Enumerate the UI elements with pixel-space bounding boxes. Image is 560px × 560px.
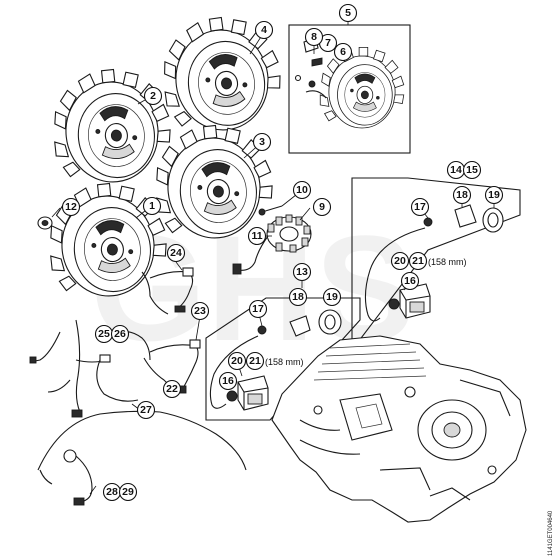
svg-text:19: 19 [326,291,338,303]
callout-3: 3 [252,132,272,152]
svg-text:3: 3 [259,136,265,148]
callout-13: 13 [292,262,312,282]
callout-23: 23 [190,301,210,321]
callout-6: 6 [333,42,353,62]
svg-text:9: 9 [319,201,325,213]
callout-29: 29 [118,482,138,502]
svg-text:17: 17 [414,201,426,213]
callout-14: 14 [446,160,466,180]
stator-part-9 [232,214,312,275]
svg-text:7: 7 [325,37,331,49]
svg-text:14: 14 [450,164,462,176]
svg-text:8: 8 [311,31,317,43]
callout-24: 24 [166,243,186,263]
svg-text:27: 27 [140,404,152,416]
screw-part-10 [258,205,283,216]
svg-text:29: 29 [122,486,134,498]
callout-15: 15 [462,160,482,180]
callout-19-lower: 19 [322,287,342,307]
callout-20-upper: 20 [390,251,410,271]
callout-12: 12 [61,197,81,217]
callout-16-lower: 16 [218,371,238,391]
callout-22: 22 [162,379,182,399]
flywheel-part-2 [47,63,176,189]
svg-text:19: 19 [488,189,500,201]
svg-text:4: 4 [261,24,267,36]
callout-17-upper: 17 [410,197,430,217]
callout-18-lower: 18 [288,287,308,307]
callout-27: 27 [136,400,156,420]
svg-text:24: 24 [170,247,182,259]
svg-text:6: 6 [340,46,346,58]
callout-25: 25 [94,324,114,344]
svg-text:11: 11 [251,230,262,242]
svg-text:28: 28 [106,486,118,498]
callout-8: 8 [304,27,324,47]
callout-26: 26 [110,324,130,344]
callout-17-lower: 17 [248,299,268,319]
callout-4: 4 [254,20,274,40]
callout-19-upper: 19 [484,185,504,205]
svg-text:21: 21 [412,255,424,267]
callout-11: 11 [247,226,267,246]
svg-text:16: 16 [404,275,416,287]
svg-text:17: 17 [252,303,264,315]
svg-text:18: 18 [456,189,468,201]
callout-1: 1 [142,196,162,216]
ignition-kit-box-lower [205,297,361,421]
callout-28: 28 [102,482,122,502]
svg-text:23: 23 [194,305,206,317]
svg-text:25: 25 [98,328,110,340]
wiring-part-27 [37,359,247,485]
svg-text:20: 20 [394,255,406,267]
callout-9: 9 [312,197,332,217]
document-id: 1141GET004640 [548,510,554,556]
callout-21-upper: 21 [408,251,428,271]
lead-length-note-lower: (158 mm) [265,357,304,367]
callout-16-upper: 16 [400,271,420,291]
nut-part-12 [37,216,53,230]
svg-text:10: 10 [296,184,308,196]
wiring-part-28-29 [63,449,93,506]
wiring-part-24 [141,267,194,315]
svg-text:13: 13 [296,266,308,278]
svg-text:22: 22 [166,383,178,395]
svg-text:2: 2 [150,90,156,102]
svg-text:1: 1 [149,200,155,212]
svg-text:5: 5 [345,7,351,19]
svg-text:15: 15 [466,164,478,176]
svg-text:18: 18 [292,291,304,303]
callout-20-lower: 20 [227,351,247,371]
callout-21-lower: 21 [245,351,265,371]
flywheel-kit-box [288,24,411,154]
callout-5: 5 [338,3,358,23]
svg-text:20: 20 [231,355,243,367]
ignition-kit-box-upper [351,177,521,351]
engine-housing [271,335,527,523]
callout-2: 2 [143,86,163,106]
lead-length-note-upper: (158 mm) [428,257,467,267]
svg-text:26: 26 [114,328,126,340]
callout-10: 10 [292,180,312,200]
callout-18-upper: 18 [452,185,472,205]
svg-text:12: 12 [65,201,77,213]
svg-text:21: 21 [249,355,261,367]
svg-text:16: 16 [222,375,234,387]
